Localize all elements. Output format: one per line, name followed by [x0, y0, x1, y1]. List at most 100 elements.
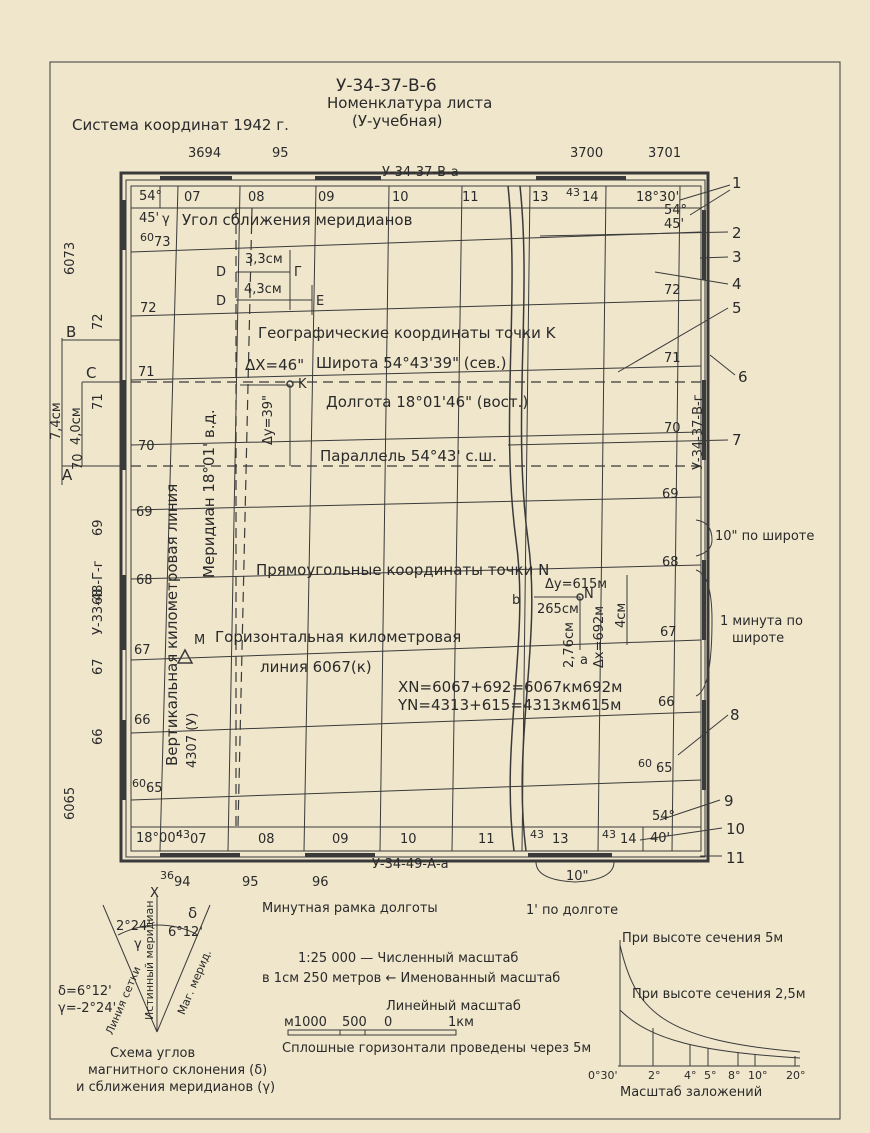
callout-9: 9	[724, 792, 734, 810]
nomenclature-caption: Номенклатура листа	[327, 94, 493, 112]
y-right-71: 71	[664, 351, 681, 366]
outer-y-6065: 6065	[63, 786, 78, 820]
named-scale: в 1см 250 метров ← Именованный масштаб	[262, 971, 561, 986]
below-x-95: 95	[242, 875, 259, 890]
delta-y-seconds: Δy=39"	[261, 394, 276, 445]
y-65: 65	[146, 781, 163, 796]
grid-x-11: 11	[462, 190, 479, 205]
grid-x-07: 07	[184, 190, 201, 205]
linear-label-1km: 1км	[448, 1015, 474, 1030]
decl-6-12: 6°12'	[168, 925, 203, 940]
slope-tick-20: 20°	[786, 1069, 806, 1082]
left-point-C: C	[86, 364, 97, 382]
geo-coords-title: Географические координаты точки K	[258, 324, 556, 342]
educational-caption: (У-учебная)	[352, 112, 443, 130]
grid-x-14: 14	[582, 190, 599, 205]
outer-y-72: 72	[91, 313, 106, 330]
y-right-65: 65	[656, 761, 673, 776]
decl-gamma-value: γ=-2°24'	[58, 1001, 117, 1016]
decl-title-3: и сближения меридианов (γ)	[76, 1080, 276, 1095]
bottom-x-10: 10	[400, 832, 417, 847]
delta-x-seconds: ΔX=46"	[245, 356, 305, 374]
y-right-prefix: 60	[638, 757, 652, 770]
page-border	[49, 61, 841, 1120]
y-prefix-top: 60	[140, 231, 154, 244]
point-D-1: D	[216, 265, 227, 280]
longitude-text: Долгота 18°01'46" (вост.)	[326, 393, 529, 411]
decl-x-mark: X	[150, 886, 159, 901]
callout-2: 2	[732, 224, 742, 242]
n-delta-y: Δy=615м	[545, 577, 608, 592]
lat-10-seconds: 10" по широте	[715, 529, 815, 544]
callout-6: 6	[738, 368, 748, 386]
outer-y-71: 71	[91, 393, 106, 410]
left-40cm: 4,0см	[69, 407, 84, 445]
outer-y-69: 69	[91, 519, 106, 536]
below-x-sup: 36	[160, 869, 174, 882]
y-66: 66	[134, 713, 151, 728]
meridian-caption: Меридиан 18°01' в.д.	[200, 409, 218, 578]
below-x-96: 96	[312, 875, 329, 890]
coordinate-system: Система координат 1942 г.	[72, 116, 289, 134]
slope-tick-030: 0°30'	[588, 1069, 618, 1082]
y-70: 70	[138, 439, 155, 454]
slope-title: Масштаб заложений	[620, 1085, 763, 1100]
horizontal-line-caption-2: линия 6067(к)	[260, 658, 372, 676]
dist-3-3cm: 3,3см	[245, 252, 283, 267]
bottom-x-08: 08	[258, 832, 275, 847]
point-G: Г	[294, 265, 302, 280]
map-inner-frame	[130, 185, 702, 852]
grid-x-09: 09	[318, 190, 335, 205]
numeric-scale: 1:25 000 — Численный масштаб	[298, 951, 519, 966]
callout-7: 7	[732, 431, 742, 449]
linear-scale-title: Линейный масштаб	[386, 999, 521, 1014]
corner-bl-lon: 18°00'	[136, 831, 180, 846]
corner-tl-lat: 54°	[139, 189, 163, 204]
slope-tick-5: 5°	[704, 1069, 717, 1082]
n-4cm: 4см	[614, 602, 629, 628]
decl-delta-mark: δ	[188, 904, 198, 922]
outer-y-66: 66	[91, 728, 106, 745]
left-point-A: A	[62, 466, 73, 484]
lat-1-minute-2: широте	[732, 631, 785, 646]
gamma-symbol: γ	[162, 212, 170, 227]
bottom-x-prefix-3: 43	[602, 828, 616, 841]
minute-frame	[125, 179, 706, 858]
n-delta-x: Δx=692м	[592, 605, 607, 668]
slope-tick-2: 2°	[648, 1069, 661, 1082]
xn-formula: XN=6067+692=6067км692м	[398, 678, 623, 696]
corner-tr-lat: 54°	[664, 203, 688, 218]
corner-tr-min: 45'	[664, 217, 685, 232]
y-right-69: 69	[662, 487, 679, 502]
y-73: 73	[154, 235, 171, 250]
point-M: M	[194, 633, 206, 648]
y-72: 72	[140, 301, 157, 316]
slope-h25: При высоте сечения 2,5м	[632, 987, 806, 1002]
callout-4: 4	[732, 275, 742, 293]
left-neighbor-sheet: У-33-48-Г-г	[91, 560, 106, 635]
corner-br-min: 40'	[650, 831, 671, 846]
decl-title-2: магнитного склонения (δ)	[88, 1063, 268, 1078]
point-K: K	[298, 377, 307, 392]
y-69: 69	[136, 505, 153, 520]
linear-label-0: 0	[384, 1015, 393, 1030]
top-x-label-2: 95	[272, 146, 289, 161]
callout-3: 3	[732, 248, 742, 266]
minute-frame-caption: Минутная рамка долготы	[262, 901, 438, 916]
slope-tick-4: 4°	[684, 1069, 697, 1082]
callout-11: 11	[726, 849, 746, 867]
point-E: E	[316, 294, 325, 309]
right-neighbor-sheet: У-34-37-В-г	[691, 394, 706, 470]
n-265cm: 265см	[537, 602, 579, 617]
outer-y-6073: 6073	[63, 241, 78, 275]
slope-tick-8: 8°	[728, 1069, 741, 1082]
below-x-94: 94	[174, 875, 191, 890]
y-68: 68	[136, 573, 153, 588]
decl-delta-value: δ=6°12'	[58, 984, 112, 999]
rect-coords-title: Прямоугольные координаты точки N	[256, 561, 550, 579]
bottom-x-prefix-2: 43	[530, 828, 544, 841]
bottom-x-09: 09	[332, 832, 349, 847]
callout-10: 10	[726, 820, 746, 838]
lat-1-minute-1: 1 минута по	[720, 614, 803, 629]
